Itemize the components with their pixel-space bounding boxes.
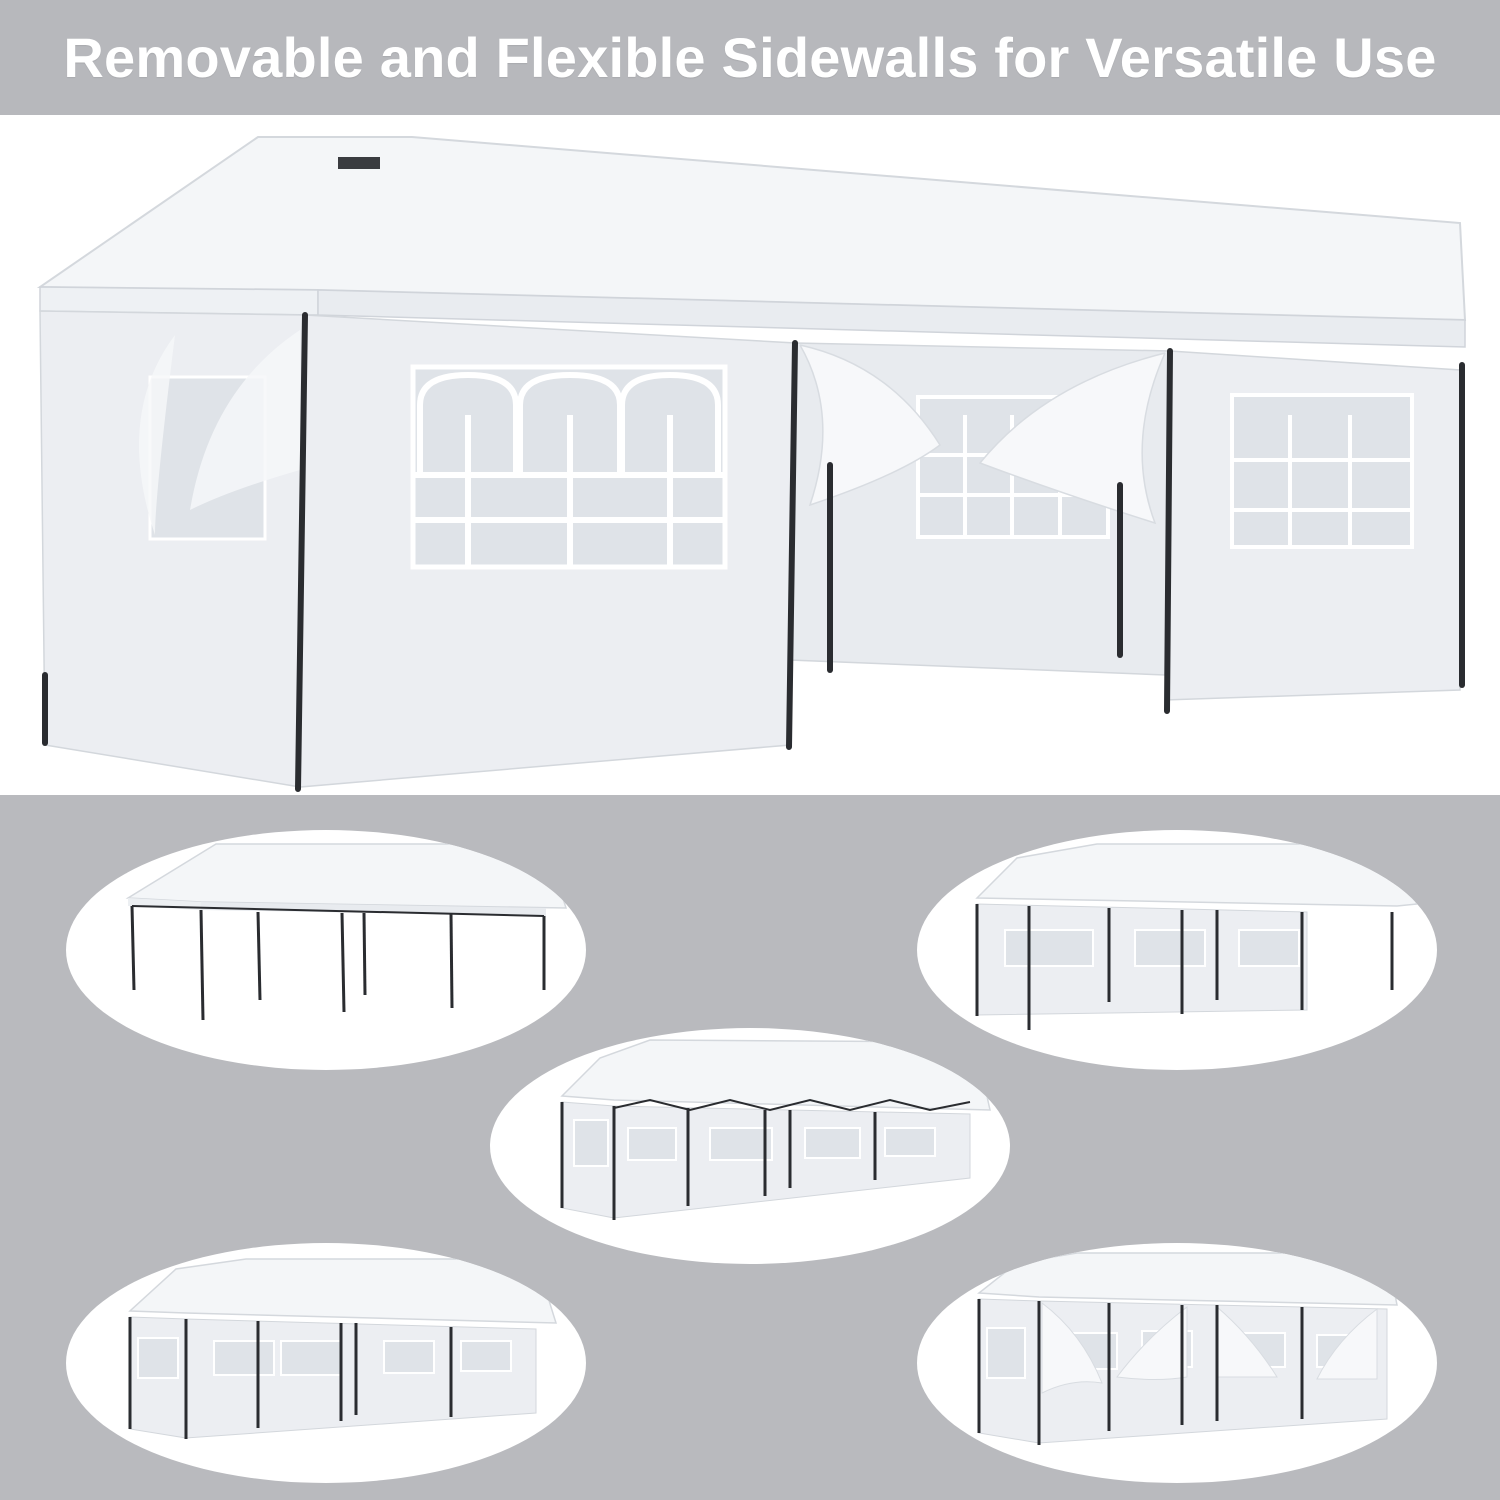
view-all-walls-windows [66,1243,586,1483]
view-open-curtain-walls [917,1243,1437,1483]
title-banner: Removable and Flexible Sidewalls for Ver… [0,0,1500,115]
view-back-wall-windows [917,830,1437,1070]
tent-back-wall-illustration [975,843,1419,1030]
banner-title: Removable and Flexible Sidewalls for Ver… [63,26,1437,89]
tent-open-curtains-illustration [977,1252,1398,1445]
view-frame-only [66,830,586,1070]
tent-frame-only-illustration [125,843,568,1021]
hero-tent-illustration [36,136,1467,792]
hero-tent-image [0,115,1500,795]
tent-all-walls-illustration [128,1258,558,1439]
tent-side-walls-illustration [560,1039,991,1220]
view-side-walls-windows [490,1028,1010,1264]
